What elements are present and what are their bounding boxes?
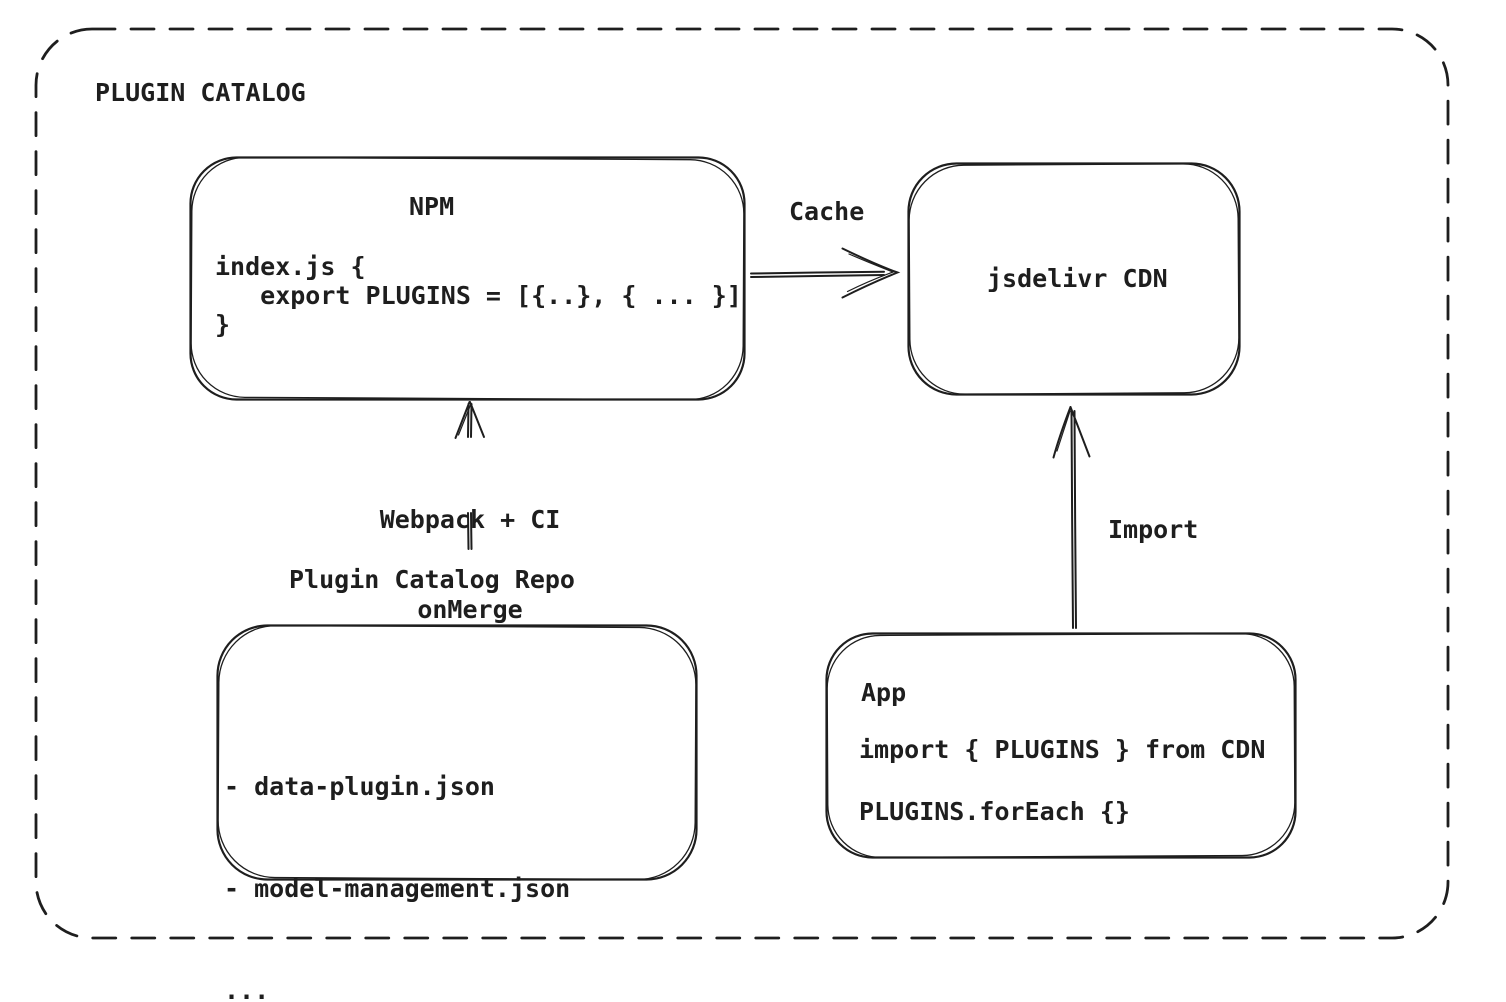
npm-box-shape [189, 156, 746, 401]
build-arrow-label-line2: onMerge [417, 595, 523, 624]
import-arrow [1052, 406, 1091, 629]
repo-box-shape [216, 624, 698, 881]
repo-file-ellipsis: ... [224, 976, 270, 1002]
app-foreach-line: PLUGINS.forEach {} [859, 797, 1130, 826]
repo-file-list: - data-plugin.json - model-management.js… [224, 702, 570, 1002]
repo-file-item: - data-plugin.json [224, 772, 495, 801]
cdn-box-label: jsdelivr CDN [987, 264, 1168, 293]
build-arrow-label-line1: Webpack + CI [379, 505, 561, 534]
diagram-title: PLUGIN CATALOG [95, 78, 306, 107]
repo-file-item: - model-management.json [224, 874, 571, 903]
build-arrow-label: Webpack + CI onMerge [334, 445, 606, 685]
import-arrow-label: Import [1108, 515, 1199, 544]
cache-arrow [750, 247, 901, 299]
app-import-line: import { PLUGINS } from CDN [859, 735, 1266, 764]
plugin-catalog-boundary [34, 27, 1450, 940]
app-box-title: App [861, 678, 907, 707]
cdn-box-shape [907, 162, 1241, 396]
app-box-shape [825, 632, 1297, 859]
npm-box-code: index.js { export PLUGINS = [{..}, { ...… [215, 252, 742, 339]
repo-label: Plugin Catalog Repo [289, 565, 575, 594]
npm-box-title: NPM [409, 192, 455, 221]
cache-arrow-label: Cache [789, 197, 865, 226]
build-arrow [454, 401, 485, 550]
